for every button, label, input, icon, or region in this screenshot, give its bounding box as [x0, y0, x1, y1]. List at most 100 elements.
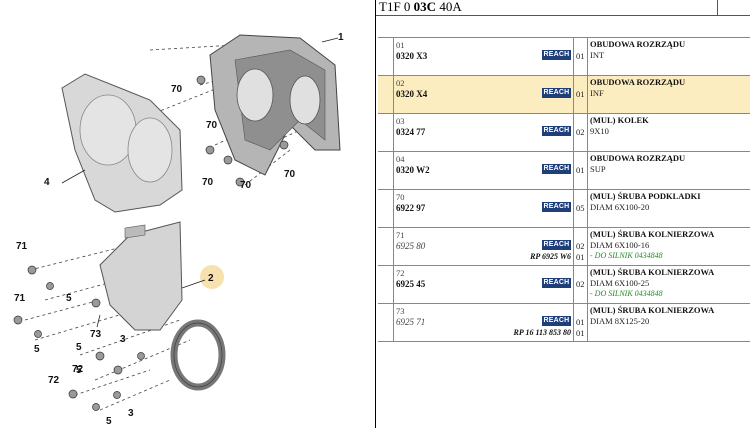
part-number[interactable]: 0324 77 [396, 127, 426, 137]
part-index: 04 [396, 154, 405, 164]
reach-badge: REACH [542, 202, 571, 212]
row-gutter [378, 190, 394, 227]
part-number[interactable]: 6925 45 [396, 279, 426, 289]
qty-cell: 01 [574, 152, 588, 189]
quantity: 02 [576, 279, 585, 289]
reach-badge: REACH [542, 278, 571, 288]
description-detail: SUP [590, 164, 606, 174]
qty-cell: 01 [574, 76, 588, 113]
description-title: (MUL) ŚRUBA KOLNIERZOWA [590, 305, 715, 315]
description-detail: DIAM 8X125-20 [590, 316, 650, 326]
part-index: 73 [396, 306, 405, 316]
quantity: 05 [576, 203, 585, 213]
callout-3[interactable]: 3 [120, 334, 126, 345]
part-index: 01 [396, 40, 405, 50]
reach-badge: REACH [542, 164, 571, 174]
description-title: OBUDOWA ROZRZĄDU [590, 39, 686, 49]
row-gutter [378, 228, 394, 265]
reach-badge: REACH [542, 316, 571, 326]
header-divider [717, 0, 718, 15]
callout-2[interactable]: 2 [208, 273, 214, 284]
description-detail: DIAM 6X100-25 [590, 278, 650, 288]
qty-cell: 02 [574, 266, 588, 303]
reach-badge: REACH [542, 50, 571, 60]
part-number[interactable]: 6925 80 [396, 241, 426, 251]
qty-cell: 01 [574, 38, 588, 75]
description-detail: INT [590, 50, 605, 60]
description-title: OBUDOWA ROZRZĄDU [590, 153, 686, 163]
quantity: 01 [576, 165, 585, 175]
quantity: 01 [576, 89, 585, 99]
quantity: 02 [576, 241, 585, 251]
callout-4[interactable]: 4 [44, 177, 50, 188]
part-number[interactable]: 0320 W2 [396, 165, 430, 175]
callout-70[interactable]: 70 [206, 120, 218, 131]
callout-5[interactable]: 5 [76, 342, 82, 353]
quantity-alt: 01 [576, 252, 585, 262]
callout-72[interactable]: 72 [48, 375, 60, 386]
part-number[interactable]: 0320 X3 [396, 51, 428, 61]
row-gutter [378, 152, 394, 189]
quantity: 01 [576, 317, 585, 327]
quantity: 01 [576, 51, 585, 61]
replacement-ref[interactable]: RP 16 113 853 80 [513, 328, 571, 337]
qty-cell: 05 [574, 190, 588, 227]
callout-5[interactable]: 5 [76, 365, 82, 376]
callout-73[interactable]: 73 [90, 329, 102, 340]
reach-badge: REACH [542, 240, 571, 250]
exploded-diagram: 1 2 4 70 70 70 70 70 71 71 72 73 3 3 5 5… [13, 32, 344, 427]
row-gutter [378, 266, 394, 303]
description-detail: 9X10 [590, 126, 609, 136]
callout-5[interactable]: 5 [106, 416, 112, 427]
timing-cover-upper [61, 73, 183, 213]
part-index: 02 [396, 78, 405, 88]
quantity-alt: 01 [576, 328, 585, 338]
timing-cover-lower [99, 221, 226, 391]
callout-5[interactable]: 5 [66, 293, 72, 304]
description-title: OBUDOWA ROZRZĄDU [590, 77, 686, 87]
callout-5[interactable]: 5 [34, 344, 40, 355]
part-number[interactable]: 6925 71 [396, 317, 426, 327]
callout-1[interactable]: 1 [338, 32, 344, 43]
callout-71[interactable]: 71 [14, 293, 26, 304]
replacement-ref[interactable]: RP 6925 W6 [530, 252, 571, 261]
callout-70[interactable]: 70 [284, 169, 296, 180]
description-title: (MUL) ŚRUBA PODKLADKI [590, 191, 701, 201]
description-detail: DIAM 6X100-20 [590, 202, 650, 212]
callout-71[interactable]: 71 [16, 241, 28, 252]
part-number[interactable]: 0320 X4 [396, 89, 428, 99]
part-number[interactable]: 6922 97 [396, 203, 426, 213]
part-index: 71 [396, 230, 405, 240]
description-detail: DIAM 6X100-16 [590, 240, 650, 250]
reach-badge: REACH [542, 88, 571, 98]
selected-callout-highlight [200, 265, 224, 289]
part-index: 03 [396, 116, 405, 126]
reach-badge: REACH [542, 126, 571, 136]
row-gutter [378, 114, 394, 151]
callout-3[interactable]: 3 [128, 408, 134, 419]
row-gutter [378, 304, 394, 341]
callout-70[interactable]: 70 [202, 177, 214, 188]
callout-70[interactable]: 70 [240, 180, 252, 191]
timing-housing-rear [209, 34, 341, 176]
callout-70[interactable]: 70 [171, 84, 183, 95]
